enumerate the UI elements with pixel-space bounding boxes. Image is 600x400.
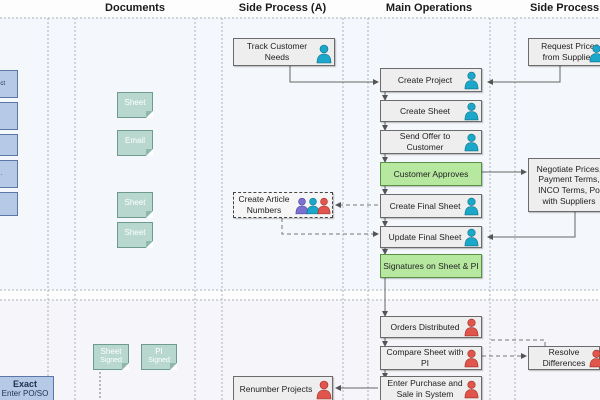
exact-title: Exact [12, 379, 38, 389]
create-project-step[interactable]: Create Project [380, 68, 482, 92]
exact-system-box: Exact Enter PO/SO [0, 376, 54, 400]
doc-sheet-2: Sheet [117, 192, 153, 218]
system-block-2 [0, 102, 18, 130]
main-operations-lane-header: Main Operations [385, 2, 473, 14]
person-blue-icon [589, 44, 600, 63]
exact-subtitle: Enter PO/SO [1, 389, 49, 398]
request-prices-step[interactable]: Request Prices from Suppliers [528, 38, 600, 66]
create-sheet-step[interactable]: Create Sheet [380, 100, 482, 122]
person-red-icon [317, 197, 331, 215]
step-label: Enter Purchase and Sale in System [387, 378, 463, 399]
person-blue-icon [464, 228, 479, 247]
step-label: Create Project [397, 74, 453, 85]
renumber-projects-step[interactable]: Renumber Projects [233, 376, 333, 400]
step-label: Track Customer Needs [246, 41, 308, 62]
system-block-label: ect [0, 81, 6, 87]
customer-approves-step[interactable]: Customer Approves [380, 162, 482, 186]
person-blue-icon [464, 133, 479, 152]
doc-sublabel: Signed [100, 356, 122, 364]
step-label: Update Final Sheet [388, 231, 462, 242]
doc-sublabel: Signed [148, 356, 170, 364]
person-blue-icon [464, 71, 479, 90]
step-label: Signatures on Sheet & PI [383, 260, 479, 271]
negotiate-prices-step[interactable]: Negotiate Prices, Payment Terms, INCO Te… [528, 158, 600, 212]
track-customer-needs-step[interactable]: Track Customer Needs [233, 38, 335, 66]
step-label: Resolve Differences [542, 347, 586, 368]
doc-sheet-1: Sheet [117, 92, 153, 118]
doc-sheet-signed: Sheet Signed [93, 344, 129, 370]
orders-distributed-step[interactable]: Orders Distributed [380, 316, 482, 338]
step-label: Request Prices from Suppliers [541, 41, 599, 62]
step-label: Create Article Numbers [238, 194, 290, 215]
doc-label: PI [155, 347, 163, 356]
step-label: Negotiate Prices, Payment Terms, INCO Te… [536, 163, 600, 206]
system-block-label: n. [0, 171, 3, 177]
doc-label: Email [124, 136, 145, 145]
step-label: Compare Sheet with PI [386, 347, 464, 368]
update-final-sheet-step[interactable]: Update Final Sheet [380, 226, 482, 248]
documents-lane-header: Documents [105, 2, 165, 14]
step-label: Create Sheet [399, 105, 451, 116]
system-block-3 [0, 134, 18, 156]
step-label: Create Final Sheet [389, 200, 461, 211]
side-process-a-lane-header: Side Process (A) [238, 2, 327, 14]
doc-pi-signed: PI Signed [141, 344, 177, 370]
doc-sheet-3: Sheet [117, 222, 153, 248]
step-label: Renumber Projects [239, 383, 313, 394]
enter-purchase-step[interactable]: Enter Purchase and Sale in System [380, 376, 482, 400]
doc-label: Sheet [100, 347, 122, 356]
person-red-icon [464, 349, 479, 368]
step-label: Customer Approves [393, 168, 469, 179]
person-blue-icon [464, 197, 479, 216]
doc-label: Sheet [124, 98, 146, 107]
side-process-b-lane-header: Side Process [530, 2, 600, 14]
doc-label: Sheet [124, 198, 146, 207]
system-block-5 [0, 192, 18, 216]
signatures-step[interactable]: Signatures on Sheet & PI [380, 254, 482, 278]
system-block-4: n. [0, 160, 18, 188]
person-blue-icon [316, 44, 332, 64]
doc-label: Sheet [124, 228, 146, 237]
system-block-1: ect [0, 70, 18, 98]
step-label: Orders Distributed [390, 321, 460, 332]
person-red-icon [464, 318, 479, 337]
person-red-icon [316, 380, 332, 400]
person-red-icon [464, 380, 479, 399]
person-red-icon [589, 349, 600, 368]
doc-email: Email [117, 130, 153, 156]
step-label: Send Offer to Customer [399, 131, 451, 152]
person-blue-icon [464, 102, 479, 121]
